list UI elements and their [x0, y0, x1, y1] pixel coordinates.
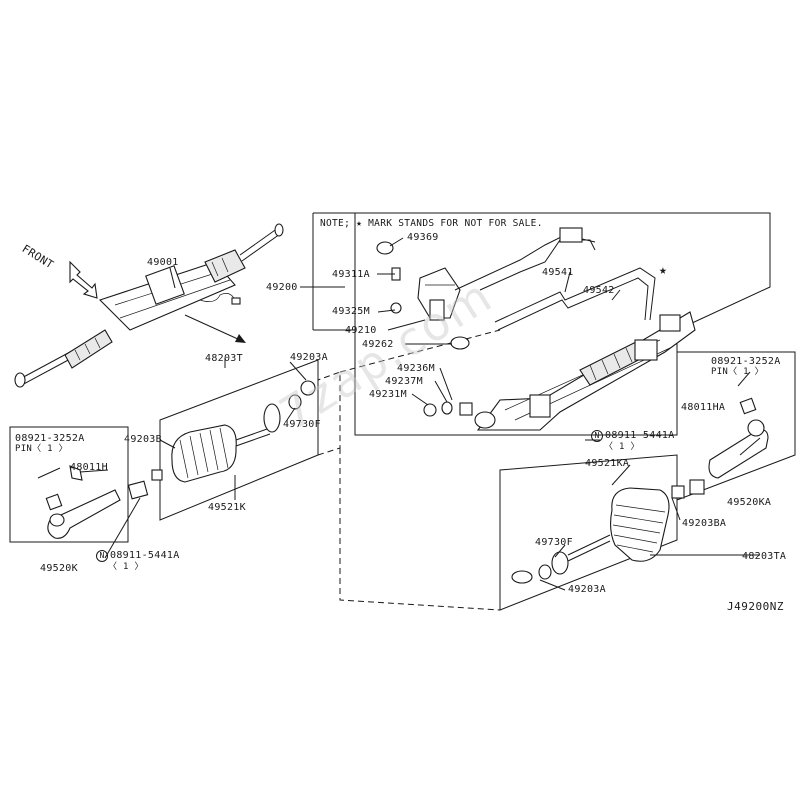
- diagram-id: J49200NZ: [727, 600, 784, 613]
- callout-49730F-left: 49730F: [283, 419, 321, 430]
- callout-48011HA: 48011HA: [681, 402, 726, 413]
- callout-49237M: 49237M: [385, 376, 423, 387]
- callout-49325M: 49325M: [332, 306, 370, 317]
- dash-connector-1: [339, 448, 501, 611]
- right-tie-rod-end: [708, 371, 769, 479]
- callout-08921-3252A-right: 08921-3252A: [711, 356, 781, 367]
- n-symbol-right: N: [591, 430, 603, 442]
- callout-49210: 49210: [345, 325, 377, 336]
- boot-kit-frame-left: [159, 359, 319, 521]
- callout-49520KA: 49520KA: [727, 497, 772, 508]
- note-text: NOTE; ★ MARK STANDS FOR NOT FOR SALE.: [320, 218, 543, 229]
- boot-kit-frame-left-dashed: [317, 371, 341, 456]
- direction-arrow-head: [235, 334, 246, 343]
- callout-49203A-right: 49203A: [568, 584, 606, 595]
- callout-08911-right-text: 08911-5441A: [605, 430, 675, 441]
- callout-49203A-left: 49203A: [290, 352, 328, 363]
- callout-48011H: 48011H: [70, 462, 108, 473]
- callout-08921-3252A-left: 08921-3252A: [15, 433, 85, 444]
- leader-lines: [79, 237, 761, 591]
- callout-49200: 49200: [266, 282, 298, 293]
- callout-49231M: 49231M: [369, 389, 407, 400]
- callout-49369: 49369: [407, 232, 439, 243]
- front-arrow: [69, 260, 98, 299]
- qty-08911-left: 〈 1 〉: [108, 562, 144, 572]
- qty-08911-right: 〈 1 〉: [604, 442, 640, 452]
- callout-49542: 49542: [583, 285, 615, 296]
- callout-49541: 49541: [542, 267, 574, 278]
- callout-49001: 49001: [147, 257, 179, 268]
- callout-49311A: 49311A: [332, 269, 370, 280]
- steering-gear-assembly-49001: [14, 223, 284, 388]
- n-symbol-left: N: [96, 550, 108, 562]
- callout-48203TA: 48203TA: [742, 551, 787, 562]
- left-boot-kit-parts: [127, 380, 316, 500]
- callout-49730F-right: 49730F: [535, 537, 573, 548]
- left-tie-rod-end: [37, 465, 121, 539]
- callout-49520K: 49520K: [40, 563, 78, 574]
- boot-kit-frame-right: [499, 454, 678, 611]
- callout-49203BA: 49203BA: [682, 518, 727, 529]
- direction-arrow-line: [184, 314, 241, 341]
- callout-49521K: 49521K: [208, 502, 246, 513]
- pin-qty-left: PIN〈 1 〉: [15, 444, 68, 454]
- callout-08911-left-text: 08911-5441A: [110, 550, 180, 561]
- detail-frame-tie-rod-end-left: [9, 426, 129, 543]
- star-mark: ★: [659, 263, 668, 278]
- callout-48203T: 48203T: [205, 353, 243, 364]
- callout-49262: 49262: [362, 339, 394, 350]
- callout-49236M: 49236M: [397, 363, 435, 374]
- callout-49203B: 49203B: [124, 434, 162, 445]
- right-boot-kit-parts: [511, 479, 705, 584]
- power-steering-gear-assembly: [376, 227, 696, 431]
- callout-49521KA: 49521KA: [585, 458, 630, 469]
- dash-connector-2: [339, 329, 501, 373]
- detail-frame-tie-rod-end-right: [676, 351, 796, 501]
- pin-qty-right: PIN〈 1 〉: [711, 367, 764, 377]
